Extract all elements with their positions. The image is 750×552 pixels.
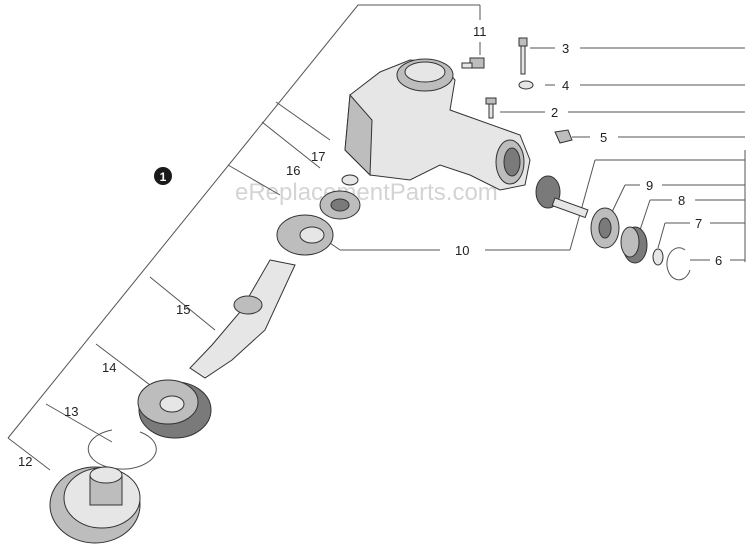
callout-4: 4	[562, 78, 569, 93]
bearing-16	[319, 190, 361, 220]
bolt-3	[518, 37, 528, 75]
callout-7: 7	[695, 216, 702, 231]
callout-6: 6	[715, 253, 722, 268]
bearing-9	[590, 207, 620, 249]
callout-17: 17	[311, 149, 325, 164]
holder-12	[49, 466, 141, 544]
callout-16: 16	[286, 163, 300, 178]
pinion-shaft	[535, 175, 589, 219]
bearing-8	[620, 226, 648, 264]
callout-14: 14	[102, 360, 116, 375]
bolt-11	[461, 57, 485, 69]
callout-3: 3	[562, 41, 569, 56]
watermark-text: eReplacementParts.com	[235, 179, 498, 206]
callout-9: 9	[646, 178, 653, 193]
bevel-gear	[276, 214, 334, 256]
callout-labels: 3 4 2 5 9 8 7 6 10 11 17 16 15 14 13 12	[18, 24, 722, 469]
callout-11: 11	[473, 24, 487, 39]
gear-housing	[344, 58, 531, 191]
callout-8: 8	[678, 193, 685, 208]
assembly-bracket	[7, 4, 746, 471]
callout-5: 5	[600, 130, 607, 145]
washer-4	[518, 80, 534, 90]
washer-17	[341, 174, 359, 186]
callout-10: 10	[455, 243, 469, 258]
callout-2: 2	[551, 105, 558, 120]
callout-15: 15	[176, 302, 190, 317]
output-shaft-15	[189, 259, 296, 379]
bearing-14	[137, 379, 212, 439]
assembly-badge: 1	[154, 167, 172, 185]
washer-7	[652, 248, 664, 266]
callout-13: 13	[64, 404, 78, 419]
callout-12: 12	[18, 454, 32, 469]
key-5	[554, 129, 573, 144]
snap-ring-13	[87, 429, 157, 470]
screw-2	[485, 97, 497, 119]
assembly-badge-label: 1	[160, 170, 167, 184]
snap-ring-6	[666, 247, 691, 281]
